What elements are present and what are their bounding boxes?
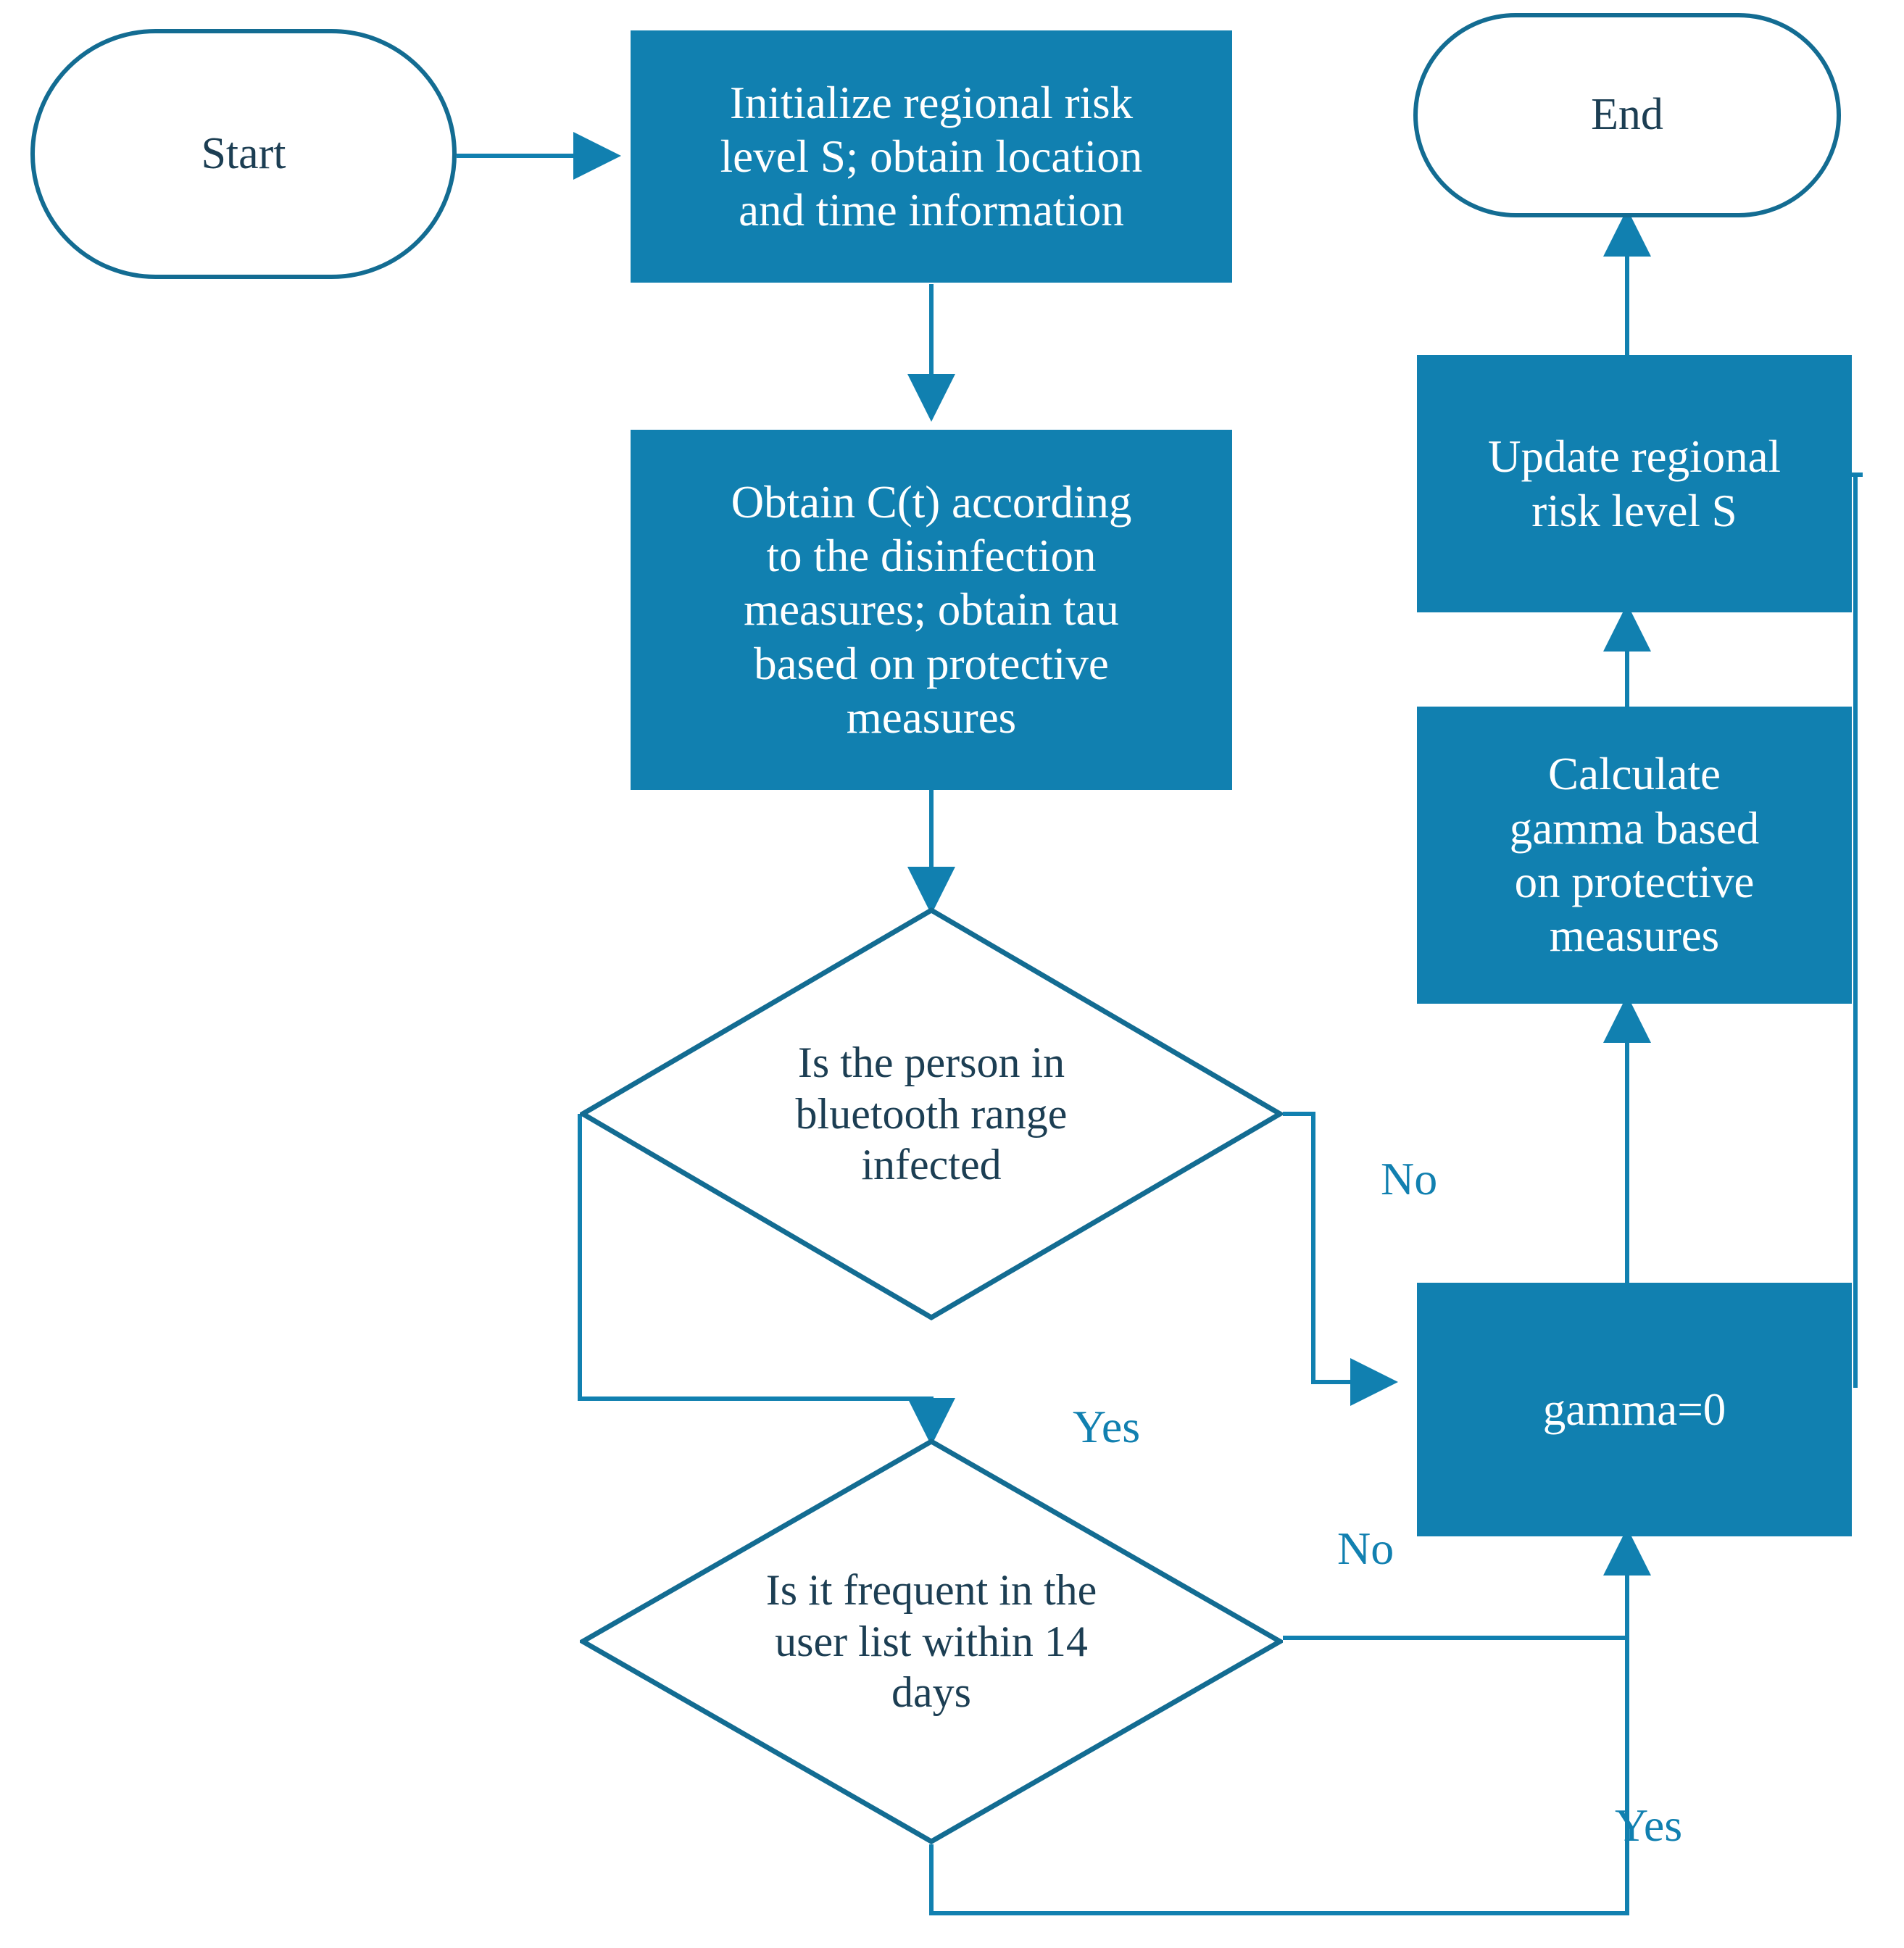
node-start-label: Start bbox=[201, 128, 286, 178]
node-decision-frequent-label: Is it frequent in the user list within 1… bbox=[765, 1565, 1097, 1717]
node-calculate-gamma[interactable]: Calculate gamma based on protective meas… bbox=[1417, 707, 1852, 1004]
node-decision-frequent[interactable]: Is it frequent in the user list within 1… bbox=[580, 1439, 1283, 1844]
edge-label-no-bluetooth: No bbox=[1381, 1153, 1438, 1204]
node-obtain-ct-label: Obtain C(t) according to the disinfectio… bbox=[731, 476, 1132, 743]
node-gamma-zero[interactable]: gamma=0 bbox=[1417, 1283, 1852, 1536]
node-decision-bluetooth-label: Is the person in bluetooth range infecte… bbox=[795, 1038, 1068, 1189]
node-gamma-zero-label: gamma=0 bbox=[1542, 1383, 1726, 1435]
node-decision-bluetooth[interactable]: Is the person in bluetooth range infecte… bbox=[580, 907, 1283, 1320]
node-obtain-ct[interactable]: Obtain C(t) according to the disinfectio… bbox=[631, 430, 1232, 790]
node-initialize[interactable]: Initialize regional risk level S; obtain… bbox=[631, 30, 1232, 283]
node-end-label: End bbox=[1591, 90, 1663, 140]
node-initialize-label: Initialize regional risk level S; obtain… bbox=[720, 77, 1143, 236]
decision-bluetooth-shape bbox=[580, 907, 1283, 1320]
node-update-risk-label: Update regional risk level S bbox=[1487, 431, 1782, 536]
edge-label-yes-bluetooth: Yes bbox=[1073, 1401, 1141, 1452]
edge-decision1-no-to-gamma0 bbox=[1283, 1112, 1398, 1406]
node-end[interactable]: End bbox=[1413, 13, 1841, 217]
edge-label-yes-frequent: Yes bbox=[1615, 1799, 1683, 1851]
edge-label-no-frequent: No bbox=[1337, 1523, 1394, 1574]
node-calculate-gamma-label: Calculate gamma based on protective meas… bbox=[1509, 749, 1760, 962]
node-start[interactable]: Start bbox=[30, 29, 457, 279]
edge-gamma0-loop-to-update bbox=[1853, 473, 1863, 1388]
decision-frequent-shape bbox=[580, 1439, 1283, 1844]
node-update-risk[interactable]: Update regional risk level S bbox=[1417, 355, 1852, 612]
